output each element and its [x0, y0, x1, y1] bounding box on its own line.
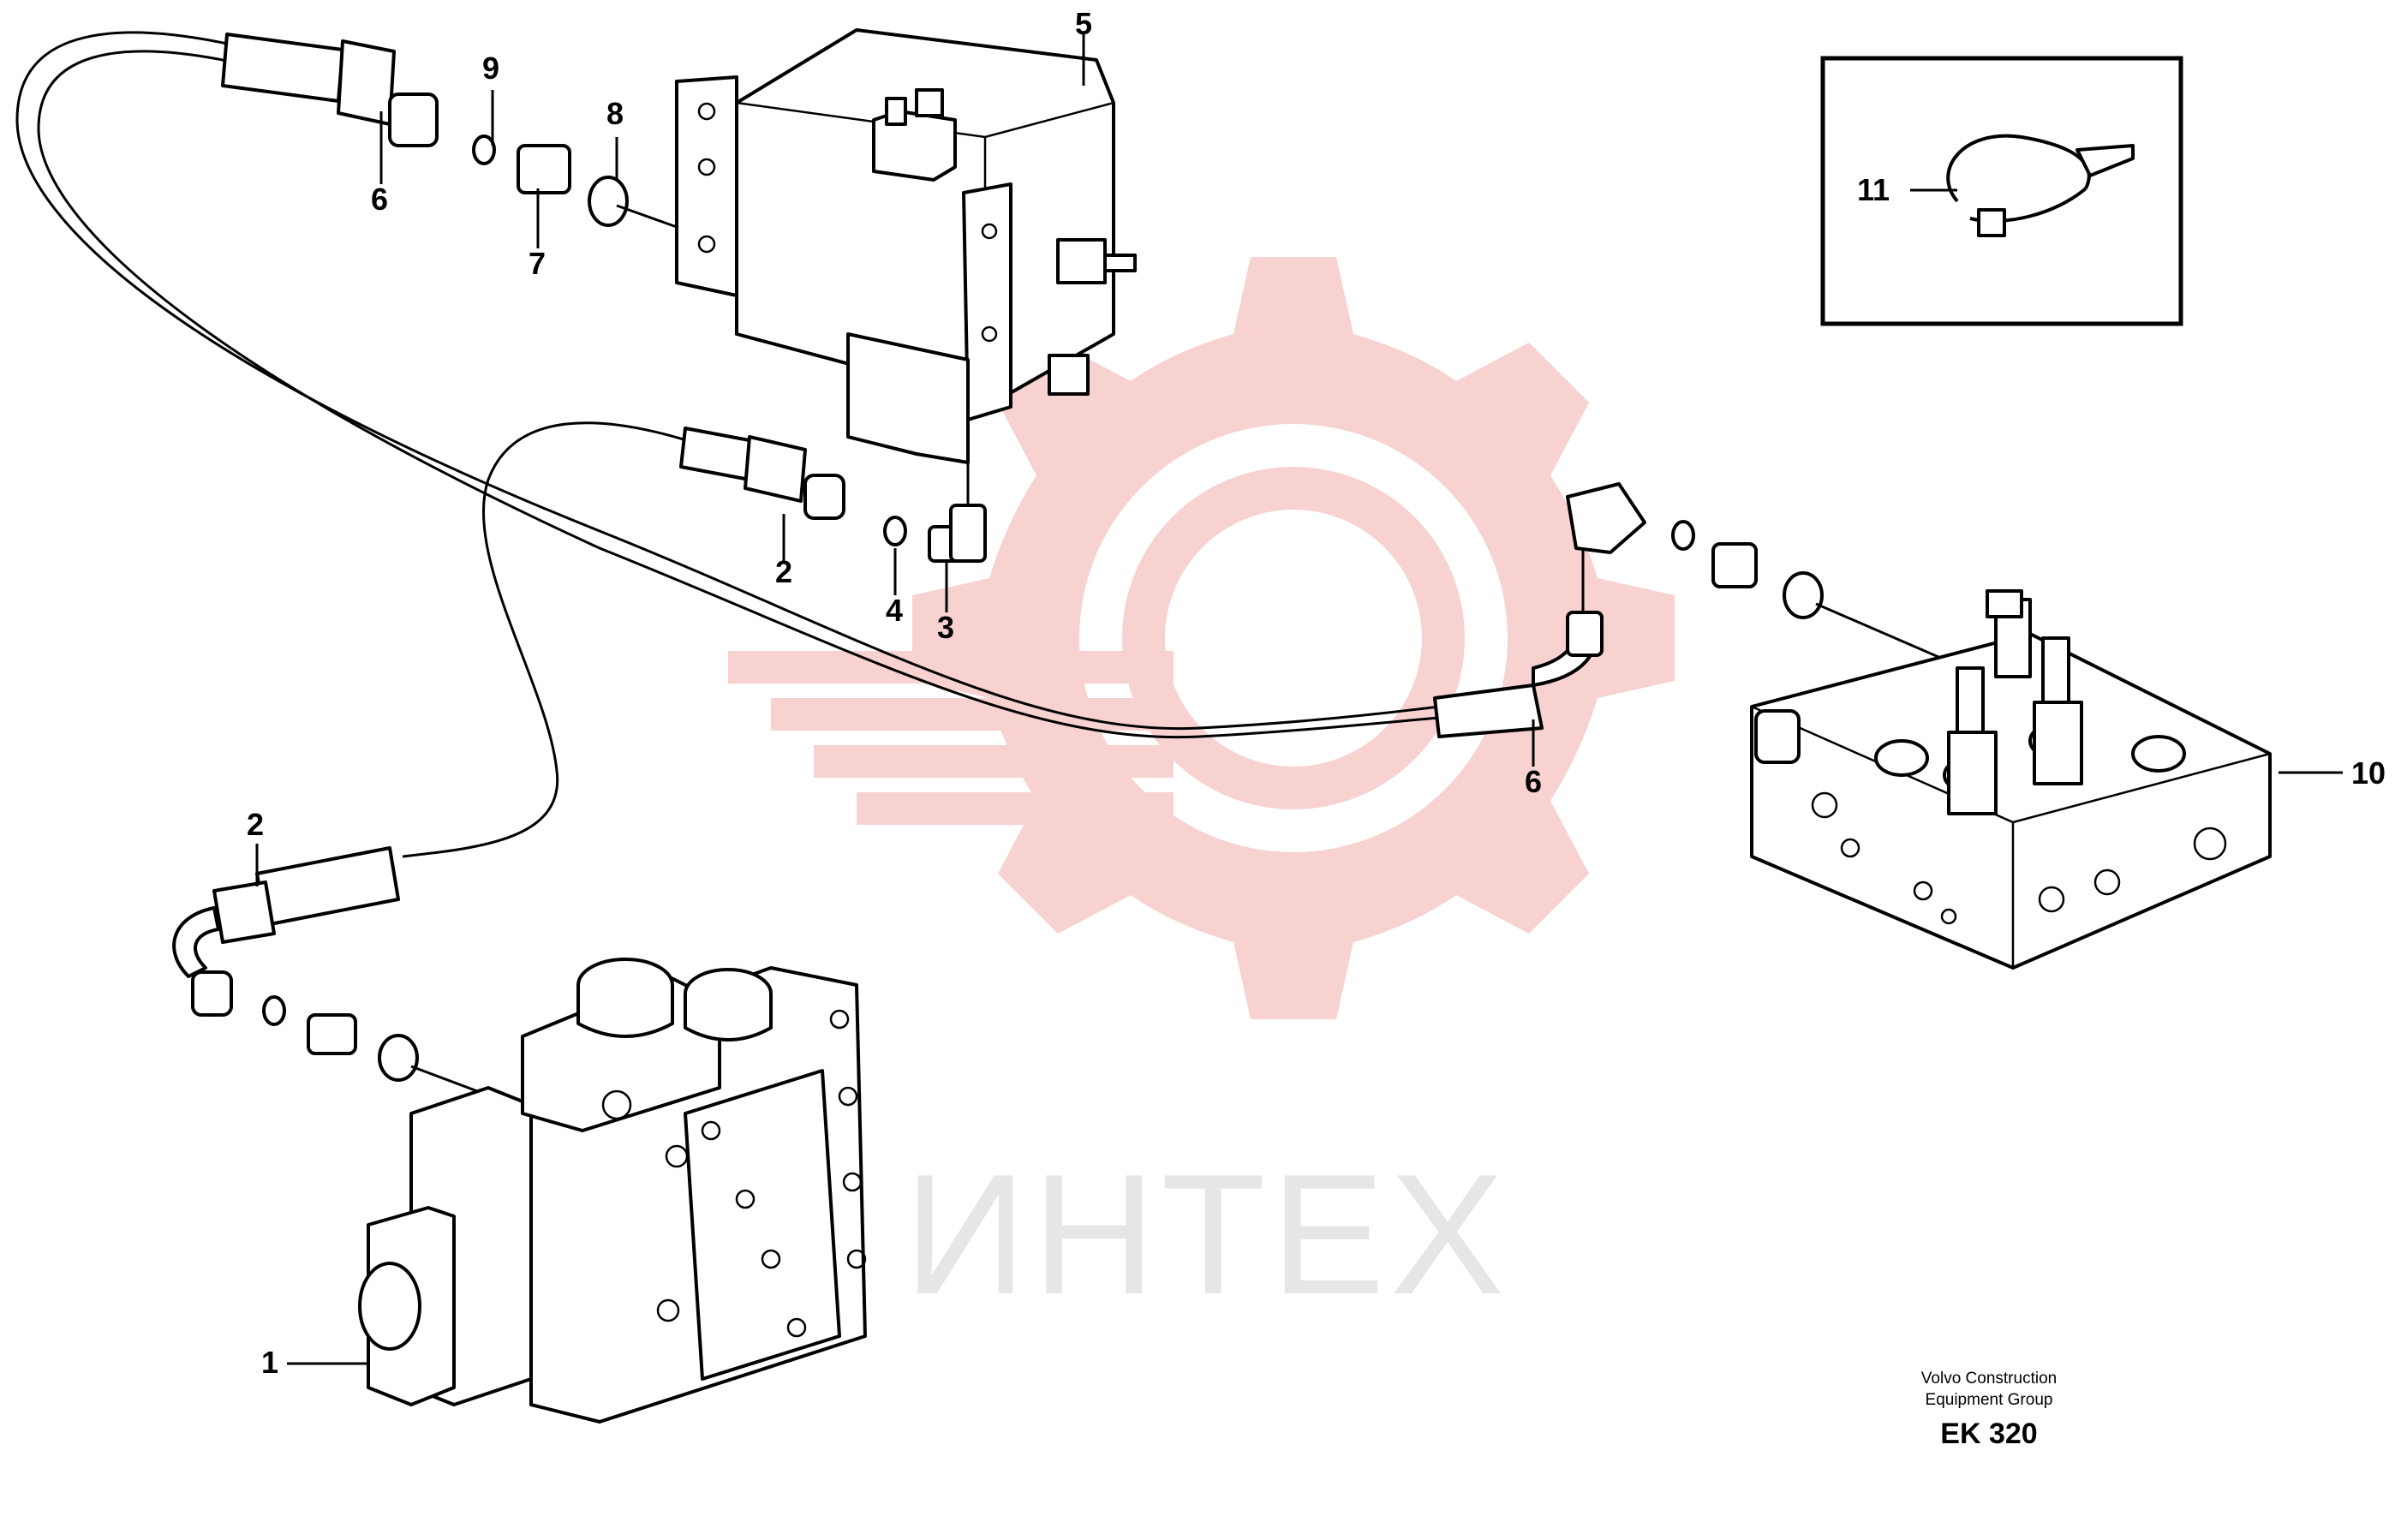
watermark-text: ИНТЕХ [904, 1139, 1509, 1330]
watermark-gear-icon [728, 257, 1675, 1019]
callout-4: 4 [886, 593, 903, 628]
callout-6-top: 6 [371, 182, 388, 217]
component-5-valve-block [675, 28, 1137, 514]
leader-lines [255, 34, 2343, 1365]
hose-end-right [1433, 482, 1945, 738]
callout-3: 3 [937, 610, 954, 645]
hose-end-lower-left [172, 846, 481, 1094]
callout-2-middle: 2 [775, 554, 792, 589]
hose-upper-long [15, 31, 1440, 731]
footer-code: EK 320 [1940, 1418, 2037, 1450]
hose-upper-long-2 [37, 50, 1440, 739]
callout-7: 7 [529, 246, 546, 281]
hose-end-middle [679, 427, 987, 563]
footer-line-1: Volvo Construction [1921, 1370, 2057, 1388]
callout-6-right: 6 [1525, 764, 1542, 799]
callout-2-lower: 2 [247, 807, 264, 842]
callout-11: 11 [1857, 172, 1890, 207]
callout-1: 1 [261, 1345, 278, 1380]
footer-line-2: Equipment Group [1926, 1391, 2053, 1409]
callout-5: 5 [1075, 6, 1092, 41]
component-1-main-valve [358, 958, 867, 1424]
callout-9: 9 [482, 51, 499, 86]
callout-10: 10 [2351, 755, 2386, 791]
component-10-manifold [1750, 589, 2272, 970]
inset-box-part-11 [1820, 56, 2183, 326]
callout-8: 8 [606, 96, 624, 131]
hose-middle-loop [402, 421, 703, 858]
hose-end-top-left [221, 33, 678, 229]
